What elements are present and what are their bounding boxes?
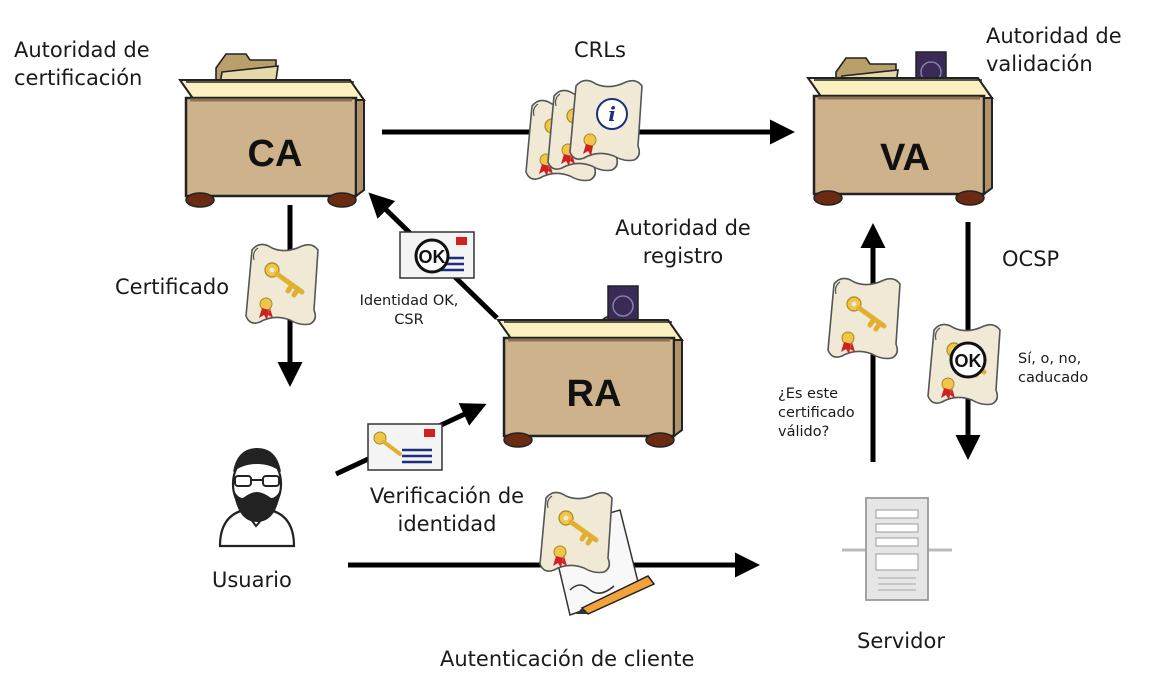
va-box-label: VA [880,137,930,179]
signed-certificate-icon [540,492,656,616]
pregunta-label: ¿Es este certificado válido? [778,386,855,440]
ok-envelope-icon: OK [398,230,476,280]
certificate-scroll-icon [246,244,318,324]
ca-box-label: CA [248,133,303,175]
certificado-label: Certificado [115,275,230,299]
servidor-label: Servidor [857,629,945,653]
usuario-label: Usuario [212,568,292,592]
crl-scroll-stack: i [526,79,643,180]
svg-text:OK: OK [955,351,982,371]
info-icon: i [608,102,616,126]
ca-desk [178,53,366,209]
key-envelope-icon [366,422,444,472]
va-desk [806,51,994,207]
verificacion-label: Verificación de identidad [369,484,525,536]
ok-response-icon: OK [928,324,1000,404]
identidad-ok-label: Identidad OK, CSR [359,293,459,328]
ra-desk [496,285,684,449]
user-avatar-icon [218,448,296,548]
ca-title: Autoridad de certificación [14,38,150,90]
crls-label: CRLs [574,38,626,62]
ra-box-label: RA [567,373,622,415]
va-title: Autoridad de validación [986,24,1122,76]
query-certificate-icon [828,278,900,358]
server-icon [842,497,952,601]
autenticacion-label: Autenticación de cliente [440,647,695,671]
respuesta-label: Sí, o, no, caducado [1018,351,1089,386]
ok-badge: OK [419,247,446,267]
ra-title: Autoridad de registro [615,216,751,268]
ocsp-label: OCSP [1002,247,1060,271]
